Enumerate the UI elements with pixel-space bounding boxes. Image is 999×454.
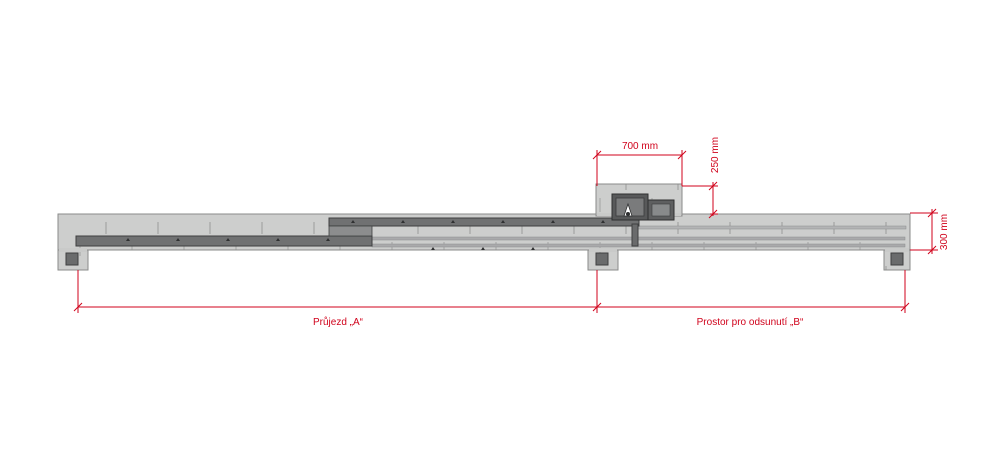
dimension-passage-a: Průjezd „A“ — [313, 316, 363, 328]
post-left — [65, 252, 79, 266]
dimension-700mm: 700 mm — [622, 141, 658, 152]
motor-unit — [611, 193, 675, 221]
gate-beam-upper — [328, 217, 640, 227]
post-middle — [595, 252, 609, 266]
gate-beam-lower — [75, 235, 373, 247]
gate-end-post — [631, 223, 639, 247]
gate-leaves — [75, 217, 640, 250]
dimension-250mm: 250 mm — [710, 137, 721, 173]
dimension-300mm: 300 mm — [939, 214, 950, 250]
dimension-lines — [73, 150, 938, 313]
post-right — [890, 252, 904, 266]
dimension-space-b: Prostor pro odsunutí „B“ — [697, 317, 804, 328]
